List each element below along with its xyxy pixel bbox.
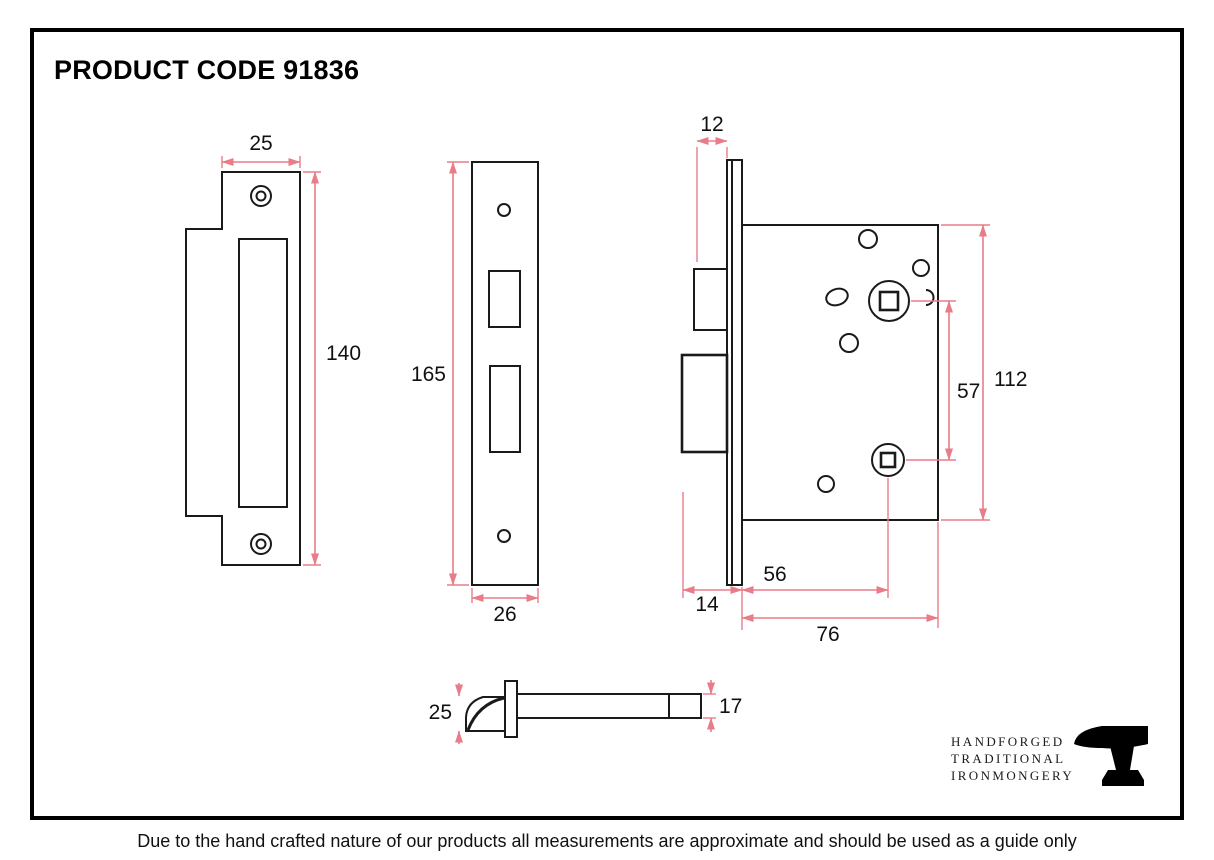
oval-hole: [825, 287, 849, 307]
branding-block: HANDFORGED TRADITIONAL IRONMONGERY: [951, 726, 1148, 786]
anvil-shape: [1074, 726, 1148, 786]
deadbolt-cutout: [489, 365, 521, 453]
screw-hole-inner: [255, 538, 267, 550]
screw-hole: [497, 529, 511, 543]
forend-plate: [726, 159, 743, 586]
dimension-label-faceplate-width: 26: [493, 603, 516, 626]
disclaimer-text: Due to the hand crafted nature of our pr…: [137, 831, 1077, 851]
dimension-label-spindle-width: 25: [429, 701, 452, 724]
brand-line-1: HANDFORGED: [951, 734, 1065, 749]
lock-case-view: 12 112 57 56 14 76: [680, 113, 1027, 646]
strike-plate-cutout: [238, 238, 288, 508]
product-code-title: PRODUCT CODE 91836: [54, 55, 359, 85]
latch-bolt: [693, 268, 728, 331]
fixing-hole: [839, 333, 859, 353]
fixing-hole: [817, 475, 835, 493]
spindle-view: 25 17: [429, 680, 742, 744]
brand-line-2: TRADITIONAL: [951, 751, 1066, 766]
spindle-square-hole: [878, 290, 900, 312]
lock-case-outline: [741, 224, 939, 521]
latch-cutout: [488, 270, 521, 328]
follower-square-hole: [879, 451, 897, 469]
faceplate-view: 165 26: [411, 161, 539, 626]
spindle-bar: [516, 693, 702, 719]
dimension-label-case-depth: 76: [816, 623, 839, 646]
screw-hole-inner: [255, 190, 267, 202]
fixing-hole: [858, 229, 878, 249]
dimension-label-forend-thickness: 12: [700, 113, 723, 136]
dimension-label-bar-height: 17: [719, 695, 742, 718]
latch-tip-outline: [465, 696, 506, 732]
spindle-collar: [504, 680, 518, 738]
brand-line-3: IRONMONGERY: [951, 768, 1074, 783]
dimension-label-faceplate-height: 165: [411, 363, 446, 386]
screw-hole: [497, 203, 511, 217]
anvil-icon: [1074, 726, 1148, 786]
deadbolt: [680, 353, 729, 454]
dimension-label-case-height: 112: [994, 368, 1027, 391]
dimension-label-backset: 56: [763, 563, 786, 586]
dimension-label-spindle-spacing: 57: [957, 380, 980, 403]
dimension-label-strike-width: 25: [249, 132, 272, 155]
strike-plate-view: 25 140: [185, 132, 361, 566]
latch-bevel-curve: [466, 696, 505, 731]
dimension-label-strike-height: 140: [326, 342, 361, 365]
spring-notch: [925, 289, 935, 306]
dimension-label-forend-depth: 14: [695, 593, 719, 616]
drawing-border-frame: [30, 28, 1184, 820]
fixing-hole: [912, 259, 930, 277]
